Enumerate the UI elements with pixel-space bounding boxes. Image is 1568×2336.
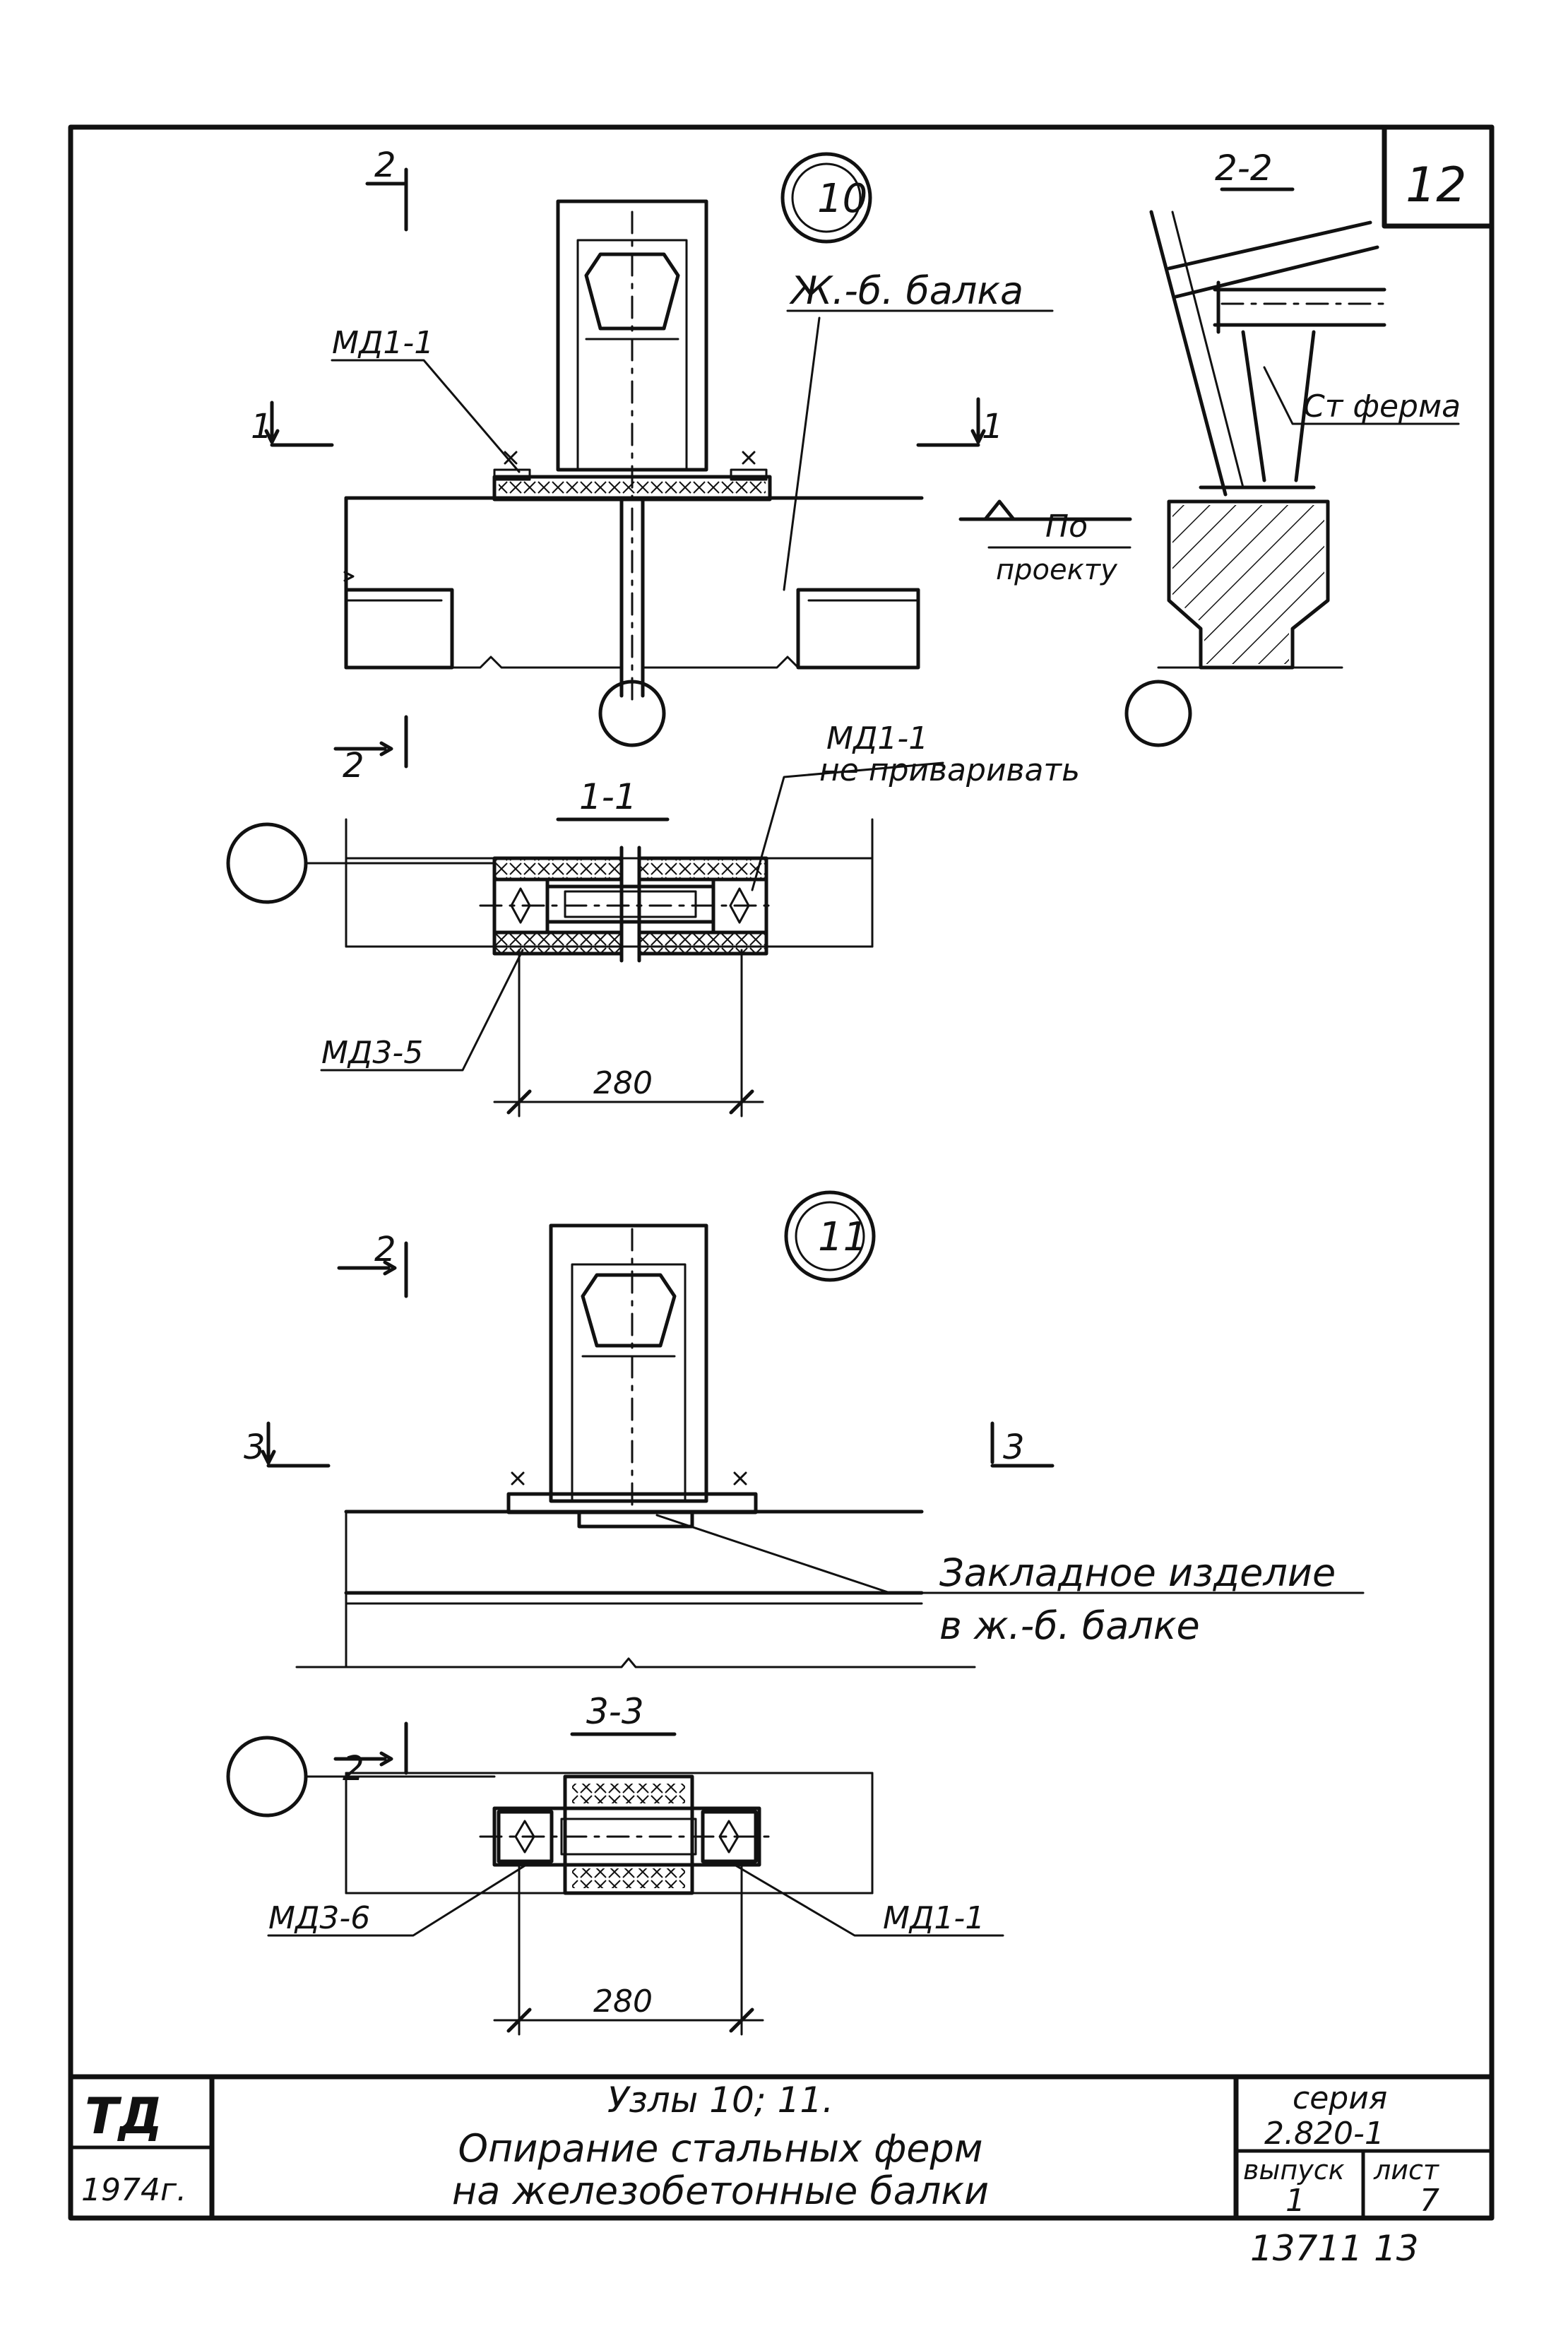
node-11-mark-top: 2 (374, 1230, 396, 1269)
node-10-marker: 10 (817, 176, 867, 222)
node-11-mark-right: 3 (1003, 1428, 1025, 1467)
title-block-org: ТД (85, 2087, 162, 2145)
title-block-issue-label: выпуск (1243, 2154, 1345, 2186)
section-3-3 (226, 1732, 1004, 2036)
title-block-series-label: серия (1293, 2080, 1387, 2116)
title-block-title-1: Узлы 10; 11. (607, 2080, 833, 2121)
section-1-1 (226, 761, 944, 1117)
node-11-marker: 11 (818, 1214, 868, 1260)
sheet-frame (68, 124, 1495, 2221)
section-3-3-dimension: 280 (593, 1984, 653, 2020)
section-3-3-axis-circle (226, 1736, 308, 1818)
section-1-1-title: 1-1 (579, 776, 637, 817)
section-2-2 (958, 187, 1460, 747)
title-block-series-value: 2.820-1 (1264, 2116, 1384, 2152)
node-11-embed-label-2: в ж.-б. балке (939, 1603, 1200, 1648)
title-block-title-3: на железобетонные балки (452, 2169, 989, 2213)
title-block (68, 2074, 1495, 2221)
title-block-title-2: Опирание стальных ферм (458, 2126, 982, 2171)
section-3-3-embed-label: МД3-6 (268, 1900, 370, 1936)
node-10-elevation (331, 152, 1054, 747)
node-11-elevation (261, 1190, 1365, 1775)
title-block-issue-value: 1 (1285, 2183, 1305, 2219)
node-10-plate-label: МД1-1 (332, 325, 434, 361)
section-1-1-embed-label: МД3-5 (321, 1035, 423, 1071)
node-10-section-marks (264, 167, 986, 769)
section-3-3-plate-label: МД1-1 (883, 1900, 985, 1936)
node-11-mark-left: 3 (244, 1428, 266, 1467)
node-10-beam-label: Ж.-б. балка (789, 268, 1023, 313)
node-10-mark-left: 1 (251, 407, 273, 446)
sheet-number-box (1382, 124, 1495, 229)
node-10-mark-top: 2 (374, 146, 396, 185)
section-1-1-plate-label-1: МД1-1 (826, 721, 928, 757)
sheet-number: 12 (1406, 158, 1467, 213)
section-2-2-level-label-2: проекту (996, 554, 1118, 586)
title-block-sheet-value: 7 (1420, 2183, 1439, 2219)
section-2-2-axis-circle (1124, 680, 1192, 747)
footer-code: 13711 13 (1250, 2228, 1419, 2269)
node-11-embed-label-1: Закладное изделие (939, 1551, 1336, 1595)
node-10-mark-right: 1 (982, 407, 1004, 446)
section-1-1-axis-circle (226, 822, 308, 904)
section-2-2-title: 2-2 (1215, 148, 1273, 189)
node-11-truss-post (549, 1223, 708, 1503)
node-10-axis-circle (598, 680, 666, 747)
section-1-1-plate-label-2: не приваривать (819, 752, 1080, 788)
section-3-3-title: 3-3 (586, 1691, 644, 1732)
node-10-mark-bottom: 2 (343, 746, 364, 785)
section-2-2-level-label-1: По (1045, 509, 1088, 545)
section-1-1-dimension: 280 (593, 1065, 653, 1101)
node-10-marker-circle (780, 152, 872, 244)
node-11-marker-circle (784, 1190, 876, 1282)
title-block-year: 1974г. (81, 2172, 186, 2208)
section-2-2-truss-label: Ст ферма (1303, 389, 1461, 425)
title-block-sheet-label: лист (1373, 2154, 1440, 2186)
